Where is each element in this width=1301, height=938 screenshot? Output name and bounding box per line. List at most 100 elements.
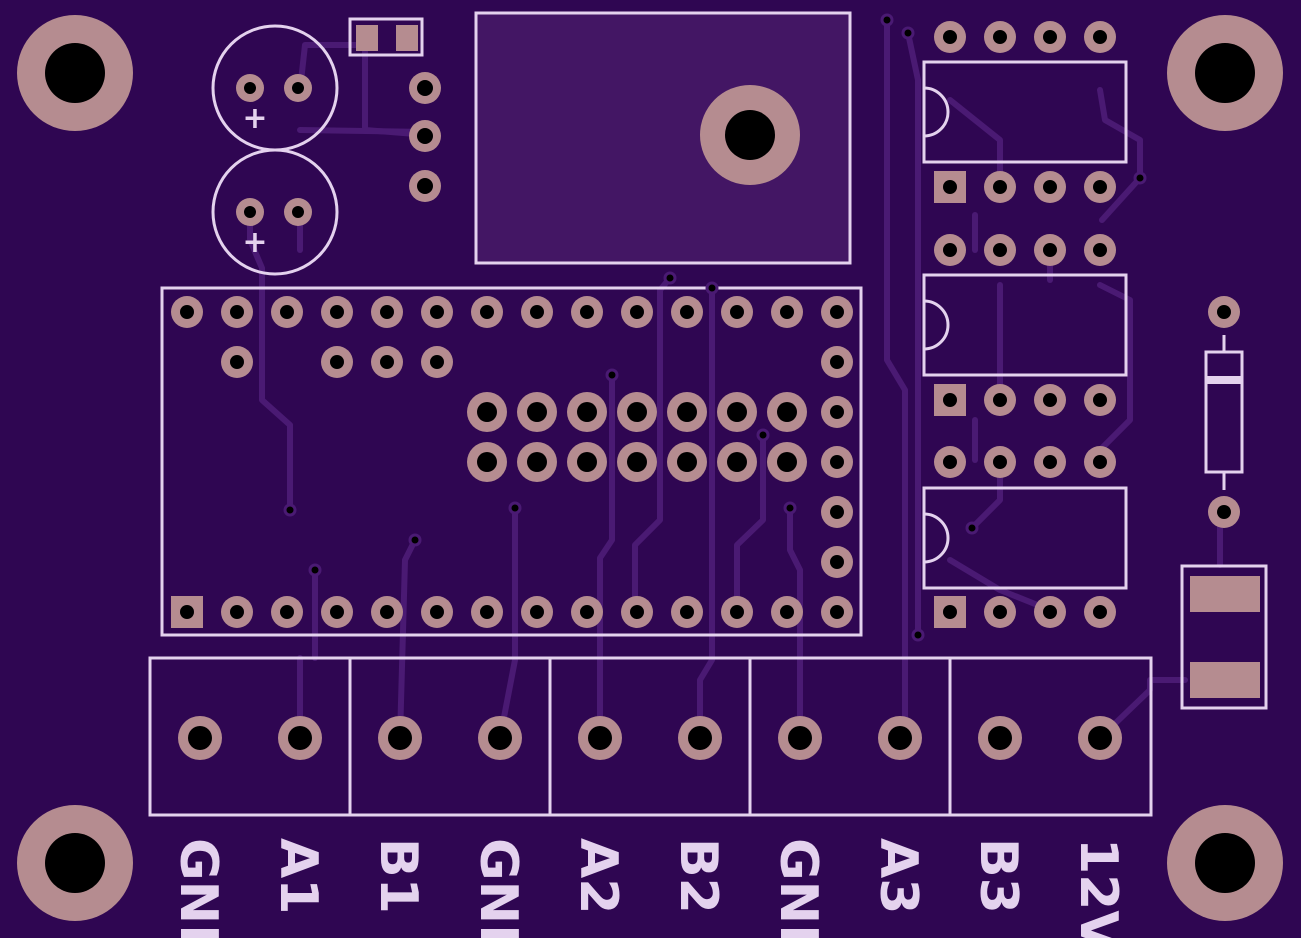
- drill-hole: [943, 455, 957, 469]
- drill-hole: [988, 726, 1012, 750]
- trace: [632, 275, 673, 613]
- drill-hole: [943, 605, 957, 619]
- drill-hole: [292, 206, 304, 218]
- trace: [787, 507, 803, 741]
- terminal-label: A2: [568, 838, 628, 914]
- drill-hole: [677, 402, 697, 422]
- drill-hole: [288, 726, 312, 750]
- drill-hole: [1093, 243, 1107, 257]
- drill-hole: [1093, 455, 1107, 469]
- trace: [734, 432, 766, 613]
- component-outline: [1180, 564, 1268, 710]
- drill-hole: [993, 30, 1007, 44]
- drill-hole: [1093, 393, 1107, 407]
- terminal-label: B3: [968, 838, 1028, 914]
- trace: [1097, 282, 1133, 453]
- smd-pad: [356, 25, 378, 51]
- drill-hole: [417, 178, 433, 194]
- drill-hole: [230, 305, 244, 319]
- drill-hole: [830, 455, 844, 469]
- drill-hole: [780, 605, 794, 619]
- drill-hole: [1217, 305, 1231, 319]
- via: [783, 501, 797, 515]
- via: [756, 428, 770, 442]
- component-outline: [348, 17, 424, 57]
- component-outline: [922, 273, 1128, 377]
- drill-hole: [993, 393, 1007, 407]
- drill-hole: [45, 833, 105, 893]
- terminal-label: A3: [868, 838, 928, 914]
- copper-traces: [247, 17, 1223, 741]
- component-outline: [922, 486, 1128, 590]
- drill-hole: [230, 355, 244, 369]
- drill-hole: [630, 605, 644, 619]
- drill-hole: [477, 402, 497, 422]
- via: [308, 563, 322, 577]
- polarity-plus-mark: +: [242, 101, 267, 136]
- trace: [397, 537, 418, 741]
- drill-hole: [292, 82, 304, 94]
- terminal-label: A1: [268, 838, 328, 914]
- drill-hole: [180, 305, 194, 319]
- drill-hole: [830, 355, 844, 369]
- drill-hole: [830, 405, 844, 419]
- drill-hole: [280, 305, 294, 319]
- drill-hole: [630, 305, 644, 319]
- drill-hole: [830, 505, 844, 519]
- drill-hole: [580, 305, 594, 319]
- component-outline: [922, 60, 1128, 164]
- drill-hole: [280, 605, 294, 619]
- drill-hole: [330, 305, 344, 319]
- drill-hole: [993, 455, 1007, 469]
- terminal-label: B2: [668, 838, 728, 914]
- terminal-label: B1: [368, 838, 428, 914]
- drill-hole: [677, 452, 697, 472]
- trace: [597, 372, 615, 741]
- drill-hole: [1195, 43, 1255, 103]
- drill-hole: [1195, 833, 1255, 893]
- dip-notch: [923, 299, 950, 351]
- drill-hole: [430, 305, 444, 319]
- trace: [247, 209, 293, 513]
- drill-hole: [388, 726, 412, 750]
- capacitor-outline: [211, 148, 339, 276]
- drill-hole: [380, 605, 394, 619]
- drill-hole: [780, 305, 794, 319]
- drill-hole: [943, 393, 957, 407]
- drill-hole: [627, 402, 647, 422]
- dip-notch: [923, 86, 950, 138]
- drill-hole: [1043, 30, 1057, 44]
- terminal-label: 12V: [1068, 838, 1128, 938]
- drill-hole: [830, 605, 844, 619]
- drill-hole: [330, 355, 344, 369]
- via: [880, 13, 894, 27]
- drill-hole: [1093, 180, 1107, 194]
- drill-hole: [588, 726, 612, 750]
- drill-hole: [488, 726, 512, 750]
- drill-hole: [1043, 455, 1057, 469]
- drill-hole: [1043, 605, 1057, 619]
- drill-hole: [788, 726, 812, 750]
- component-outline: [160, 286, 863, 637]
- smd-pad: [1190, 662, 1260, 698]
- drill-hole: [1043, 393, 1057, 407]
- drill-hole: [527, 402, 547, 422]
- drill-hole: [244, 206, 256, 218]
- trace: [969, 467, 1003, 531]
- drill-hole: [480, 605, 494, 619]
- drill-hole: [993, 605, 1007, 619]
- component-outline: [148, 656, 1153, 817]
- dip-notch: [923, 512, 950, 564]
- via: [705, 281, 719, 295]
- drill-hole: [730, 605, 744, 619]
- via: [605, 368, 619, 382]
- drill-hole: [830, 555, 844, 569]
- drill-hole: [577, 452, 597, 472]
- drill-hole: [730, 305, 744, 319]
- drill-hole: [527, 452, 547, 472]
- drill-hole: [777, 402, 797, 422]
- via: [911, 628, 925, 642]
- drill-hole: [1043, 180, 1057, 194]
- drill-hole: [45, 43, 105, 103]
